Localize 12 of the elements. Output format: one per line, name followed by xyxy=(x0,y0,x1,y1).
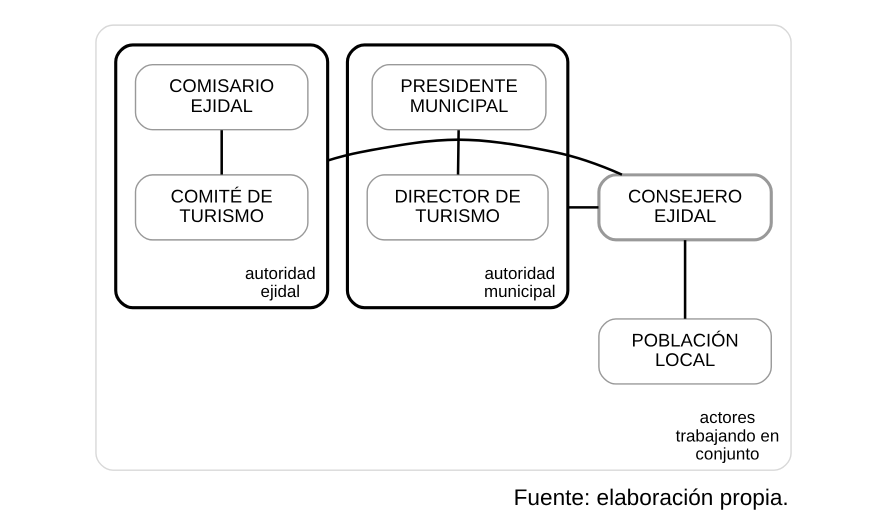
node-box: PRESIDENTE MUNICIPAL xyxy=(370,64,546,130)
connector xyxy=(220,130,222,175)
connector xyxy=(326,138,622,176)
connector xyxy=(683,240,686,319)
connector xyxy=(567,206,598,209)
connector xyxy=(456,130,460,175)
node-box: CONSEJERO EJIDAL xyxy=(596,173,772,242)
node-box: COMISARIO EJIDAL xyxy=(134,64,308,130)
node-box: DIRECTOR DE TURISMO xyxy=(366,174,548,241)
caption: Fuente: elaboración propia. xyxy=(513,485,788,510)
node-box: COMITÉ DE TURISMO xyxy=(134,174,308,241)
node-box: POBLACIÓN LOCAL xyxy=(598,318,772,385)
